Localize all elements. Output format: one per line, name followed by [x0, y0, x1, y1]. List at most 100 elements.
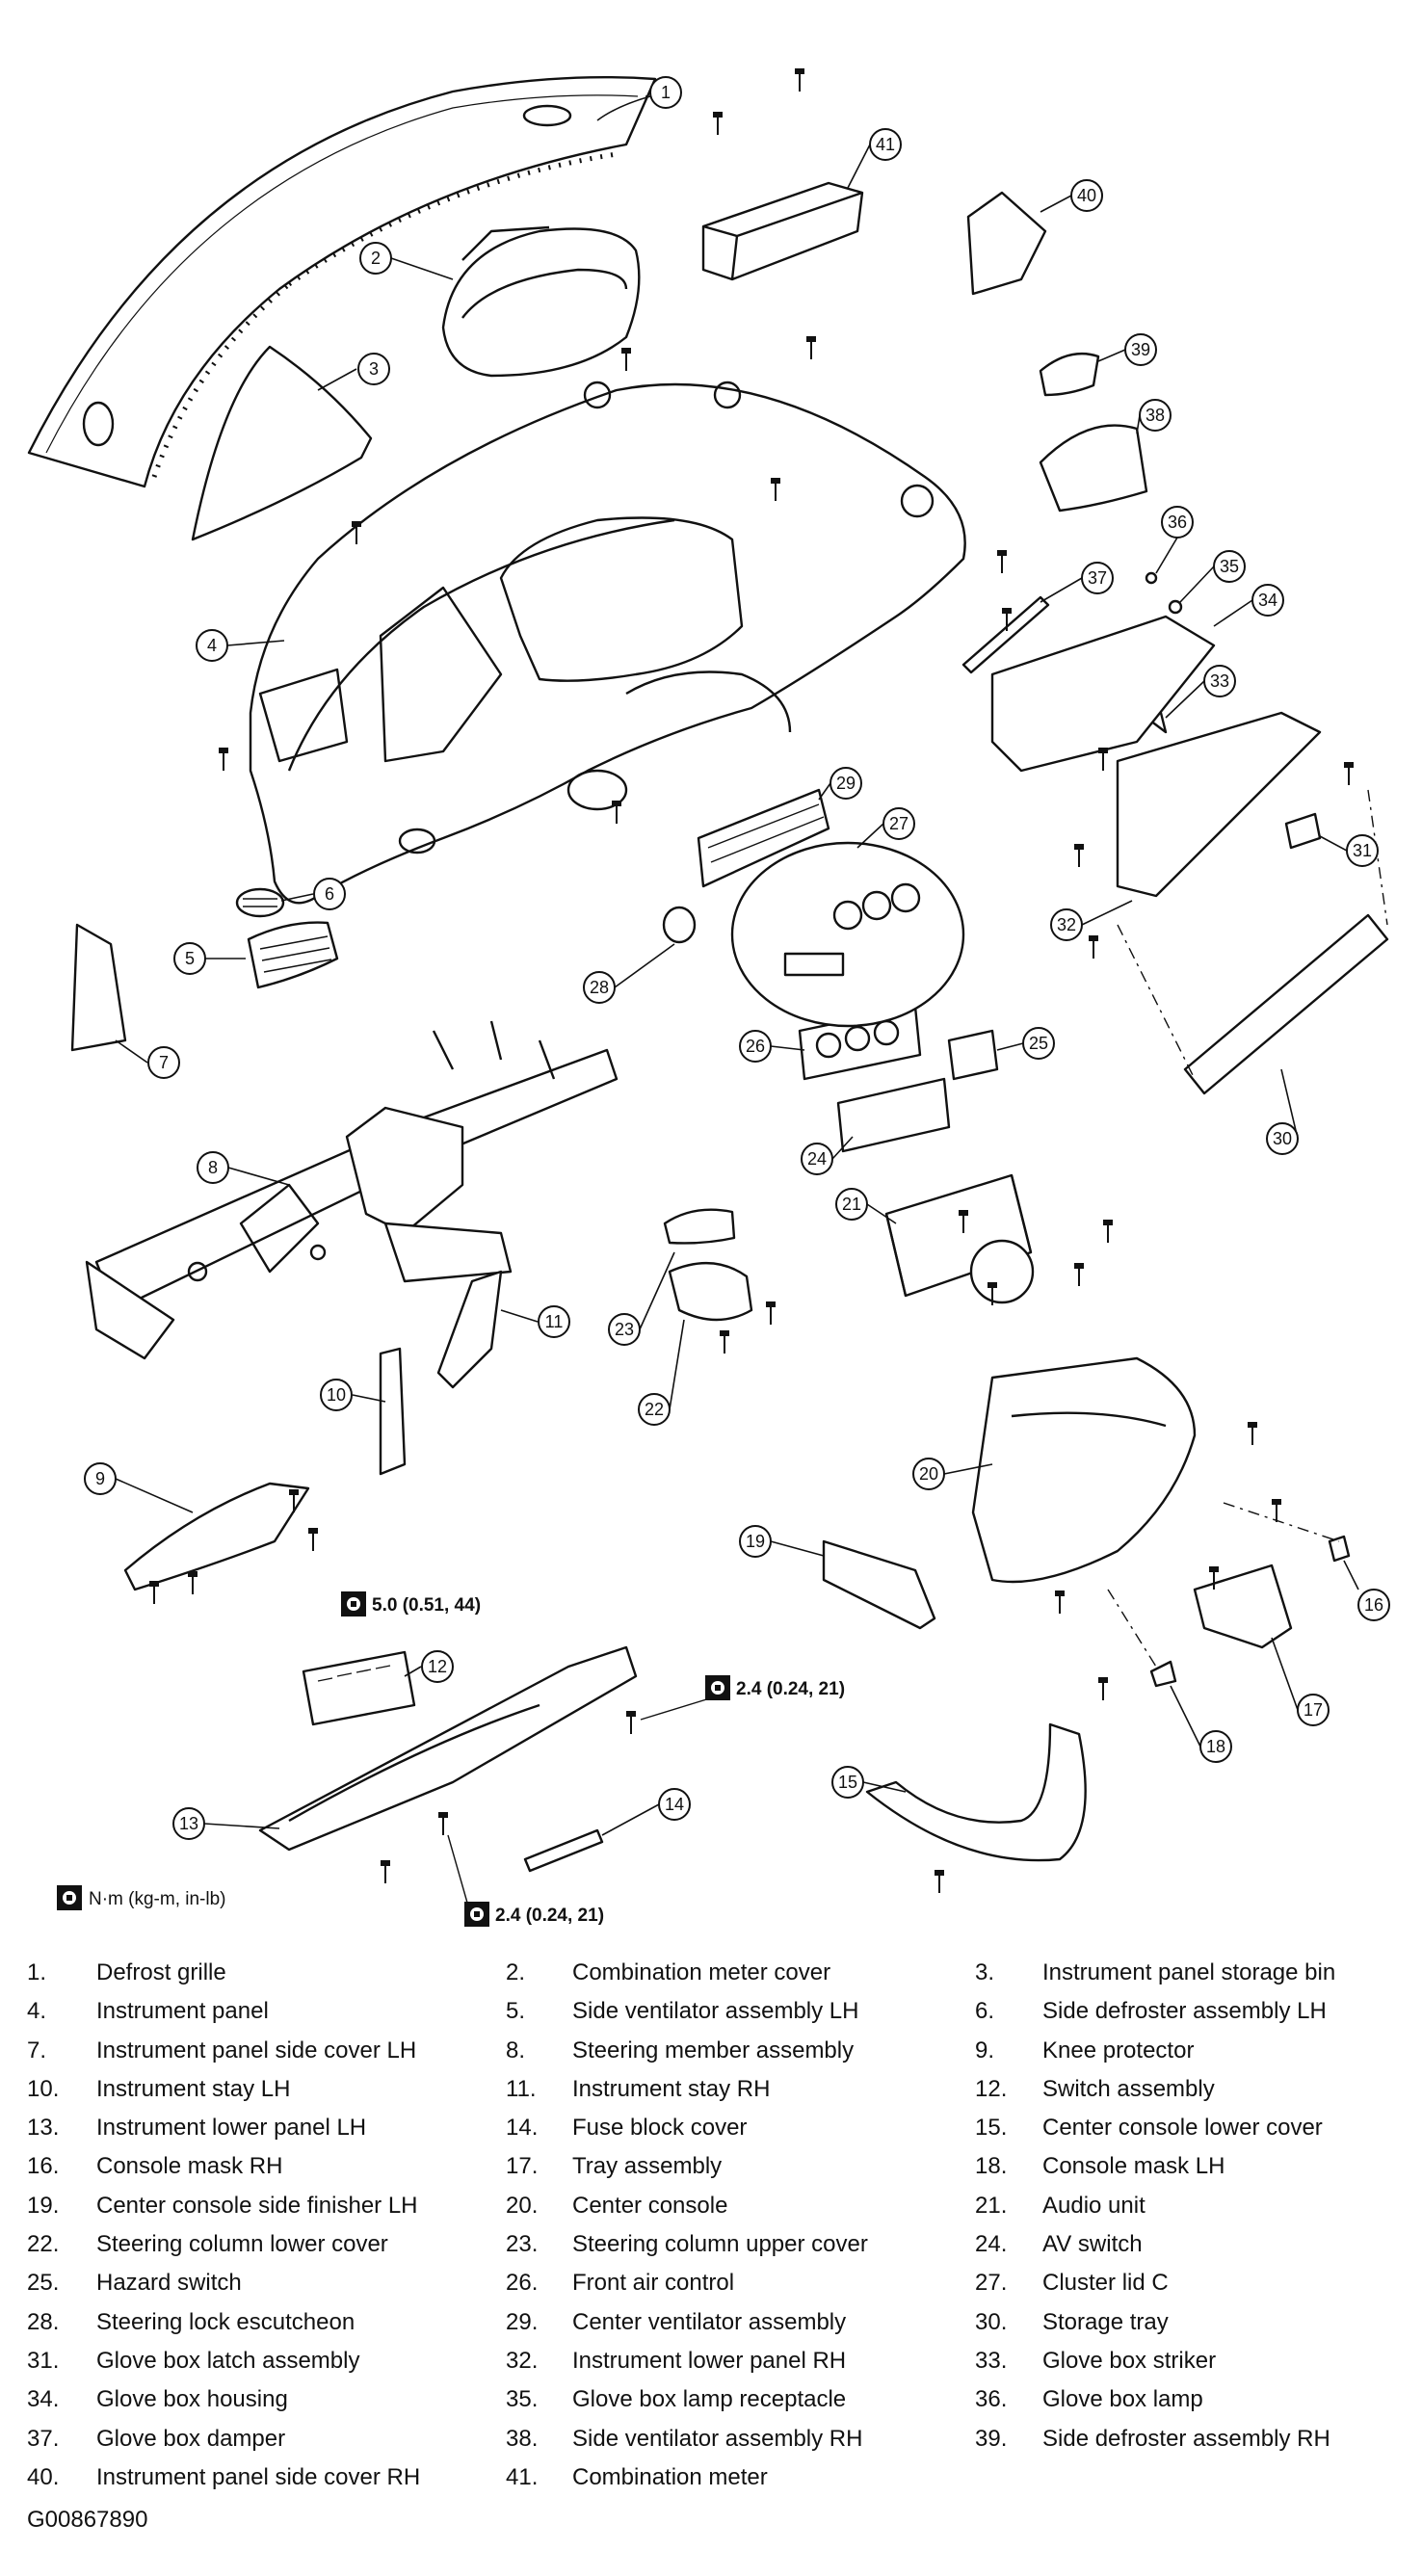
legend-item-number: 31.	[27, 2347, 60, 2374]
legend-item-label: Storage tray	[1042, 2308, 1169, 2335]
legend-item-label: Side defroster assembly LH	[1042, 1998, 1327, 2025]
legend-item-number: 25.	[27, 2270, 60, 2297]
svg-text:11: 11	[545, 1312, 564, 1331]
legend-item-label: Instrument stay RH	[572, 2075, 771, 2102]
torque-units-legend: N·m (kg-m, in-lb)	[57, 1885, 226, 1910]
svg-text:39: 39	[1131, 340, 1150, 359]
part-storage-bin	[191, 345, 373, 541]
part-column-upper-cover	[663, 1208, 736, 1245]
callout-13: 13	[172, 1807, 205, 1840]
legend-item-number: 12.	[975, 2075, 1008, 2102]
callout-16: 16	[1357, 1589, 1390, 1621]
legend-item-number: 40.	[27, 2463, 60, 2490]
legend-item-number: 4.	[27, 1998, 47, 2025]
legend-item-number: 41.	[506, 2463, 539, 2490]
part-instrument-stay-lh	[379, 1347, 407, 1476]
legend-item-label: Center console lower cover	[1042, 2115, 1323, 2142]
part-instrument-stay-rh	[436, 1270, 503, 1389]
legend-item-label: Glove box latch assembly	[96, 2347, 360, 2374]
part-column-lower-cover	[668, 1262, 753, 1322]
legend-item-label: Instrument panel side cover LH	[96, 2037, 417, 2063]
part-latch-assembly	[1284, 812, 1322, 850]
legend-item-number: 28.	[27, 2308, 60, 2335]
legend-item-number: 19.	[27, 2192, 60, 2219]
legend-item-number: 35.	[506, 2386, 539, 2413]
svg-text:10: 10	[327, 1385, 346, 1405]
callout-12: 12	[421, 1650, 454, 1683]
legend-item-label: Glove box lamp	[1042, 2386, 1203, 2413]
part-lower-panel-rh	[1116, 711, 1322, 898]
callout-2: 2	[359, 242, 392, 275]
part-defrost-grille	[27, 75, 657, 488]
svg-text:19: 19	[746, 1532, 765, 1551]
legend-item-label: Knee protector	[1042, 2037, 1195, 2063]
svg-text:37: 37	[1088, 568, 1107, 588]
legend-item-label: Instrument panel storage bin	[1042, 1959, 1336, 1985]
callout-26: 26	[739, 1030, 772, 1063]
legend-item-number: 3.	[975, 1959, 995, 1985]
part-console-side-finisher	[822, 1539, 936, 1630]
callout-39: 39	[1124, 333, 1157, 366]
part-center-console	[971, 1356, 1197, 1584]
callout-11: 11	[538, 1305, 570, 1338]
legend-item-label: Audio unit	[1042, 2192, 1146, 2219]
callout-31: 31	[1346, 834, 1379, 867]
callout-4: 4	[196, 629, 228, 662]
legend-item-label: Instrument lower panel RH	[572, 2347, 847, 2374]
legend-item-number: 1.	[27, 1959, 47, 1985]
legend-item-label: Center console side finisher LH	[96, 2192, 418, 2219]
callout-32: 32	[1050, 908, 1083, 941]
part-lamp-receptacle	[1168, 599, 1183, 615]
legend-item-number: 24.	[975, 2231, 1008, 2258]
callout-36: 36	[1161, 506, 1194, 539]
svg-text:31: 31	[1353, 841, 1372, 860]
legend-item-number: 38.	[506, 2425, 539, 2452]
part-combination-meter	[701, 181, 864, 281]
legend-item-label: Steering column lower cover	[96, 2231, 388, 2258]
part-console-mask-rh	[1328, 1535, 1351, 1563]
svg-text:2.4 (0.24, 21): 2.4 (0.24, 21)	[495, 1906, 604, 1926]
legend-item-number: 39.	[975, 2425, 1008, 2452]
legend-item-number: 32.	[506, 2347, 539, 2374]
svg-text:18: 18	[1206, 1737, 1225, 1756]
legend-item-number: 30.	[975, 2308, 1008, 2335]
legend-row: 31. Glove box latch assembly 32. Instrument…	[0, 2342, 1422, 2380]
part-side-ventilator-lh	[247, 921, 339, 989]
legend-item-label: Center ventilator assembly	[572, 2308, 847, 2335]
legend-item-number: 9.	[975, 2037, 995, 2063]
legend-item-number: 5.	[506, 1998, 526, 2025]
legend-item-number: 33.	[975, 2347, 1008, 2374]
svg-text:1: 1	[661, 83, 671, 102]
part-audio-unit	[884, 1173, 1035, 1304]
legend-item-number: 8.	[506, 2037, 526, 2063]
legend-item-label: Instrument panel side cover RH	[96, 2463, 421, 2490]
legend-item-label: Combination meter	[572, 2463, 768, 2490]
torque-spec-c: 2.4 (0.24, 21)	[447, 1834, 604, 1927]
legend-item-number: 34.	[27, 2386, 60, 2413]
part-console-lower-cover	[865, 1722, 1087, 1862]
part-glove-box-damper	[961, 595, 1050, 674]
callout-22: 22	[638, 1393, 671, 1426]
legend-item-label: Switch assembly	[1042, 2075, 1215, 2102]
legend-item-label: Steering lock escutcheon	[96, 2308, 356, 2335]
callout-24: 24	[801, 1143, 833, 1175]
legend-item-number: 27.	[975, 2270, 1008, 2297]
legend-item-number: 14.	[506, 2115, 539, 2142]
callout-35: 35	[1213, 550, 1246, 583]
legend-item-label: Side ventilator assembly RH	[572, 2425, 863, 2452]
legend-item-label: Front air control	[572, 2270, 735, 2297]
callout-17: 17	[1297, 1694, 1330, 1726]
torque-spec-b: 2.4 (0.24, 21)	[640, 1675, 845, 1721]
legend-item-number: 37.	[27, 2425, 60, 2452]
legend-item-label: Glove box housing	[96, 2386, 288, 2413]
svg-text:4: 4	[207, 636, 217, 655]
svg-text:33: 33	[1210, 671, 1229, 691]
callout-25: 25	[1022, 1027, 1055, 1060]
callout-9: 9	[84, 1462, 117, 1495]
svg-text:13: 13	[179, 1814, 198, 1833]
part-side-ventilator-rh	[1039, 424, 1148, 513]
